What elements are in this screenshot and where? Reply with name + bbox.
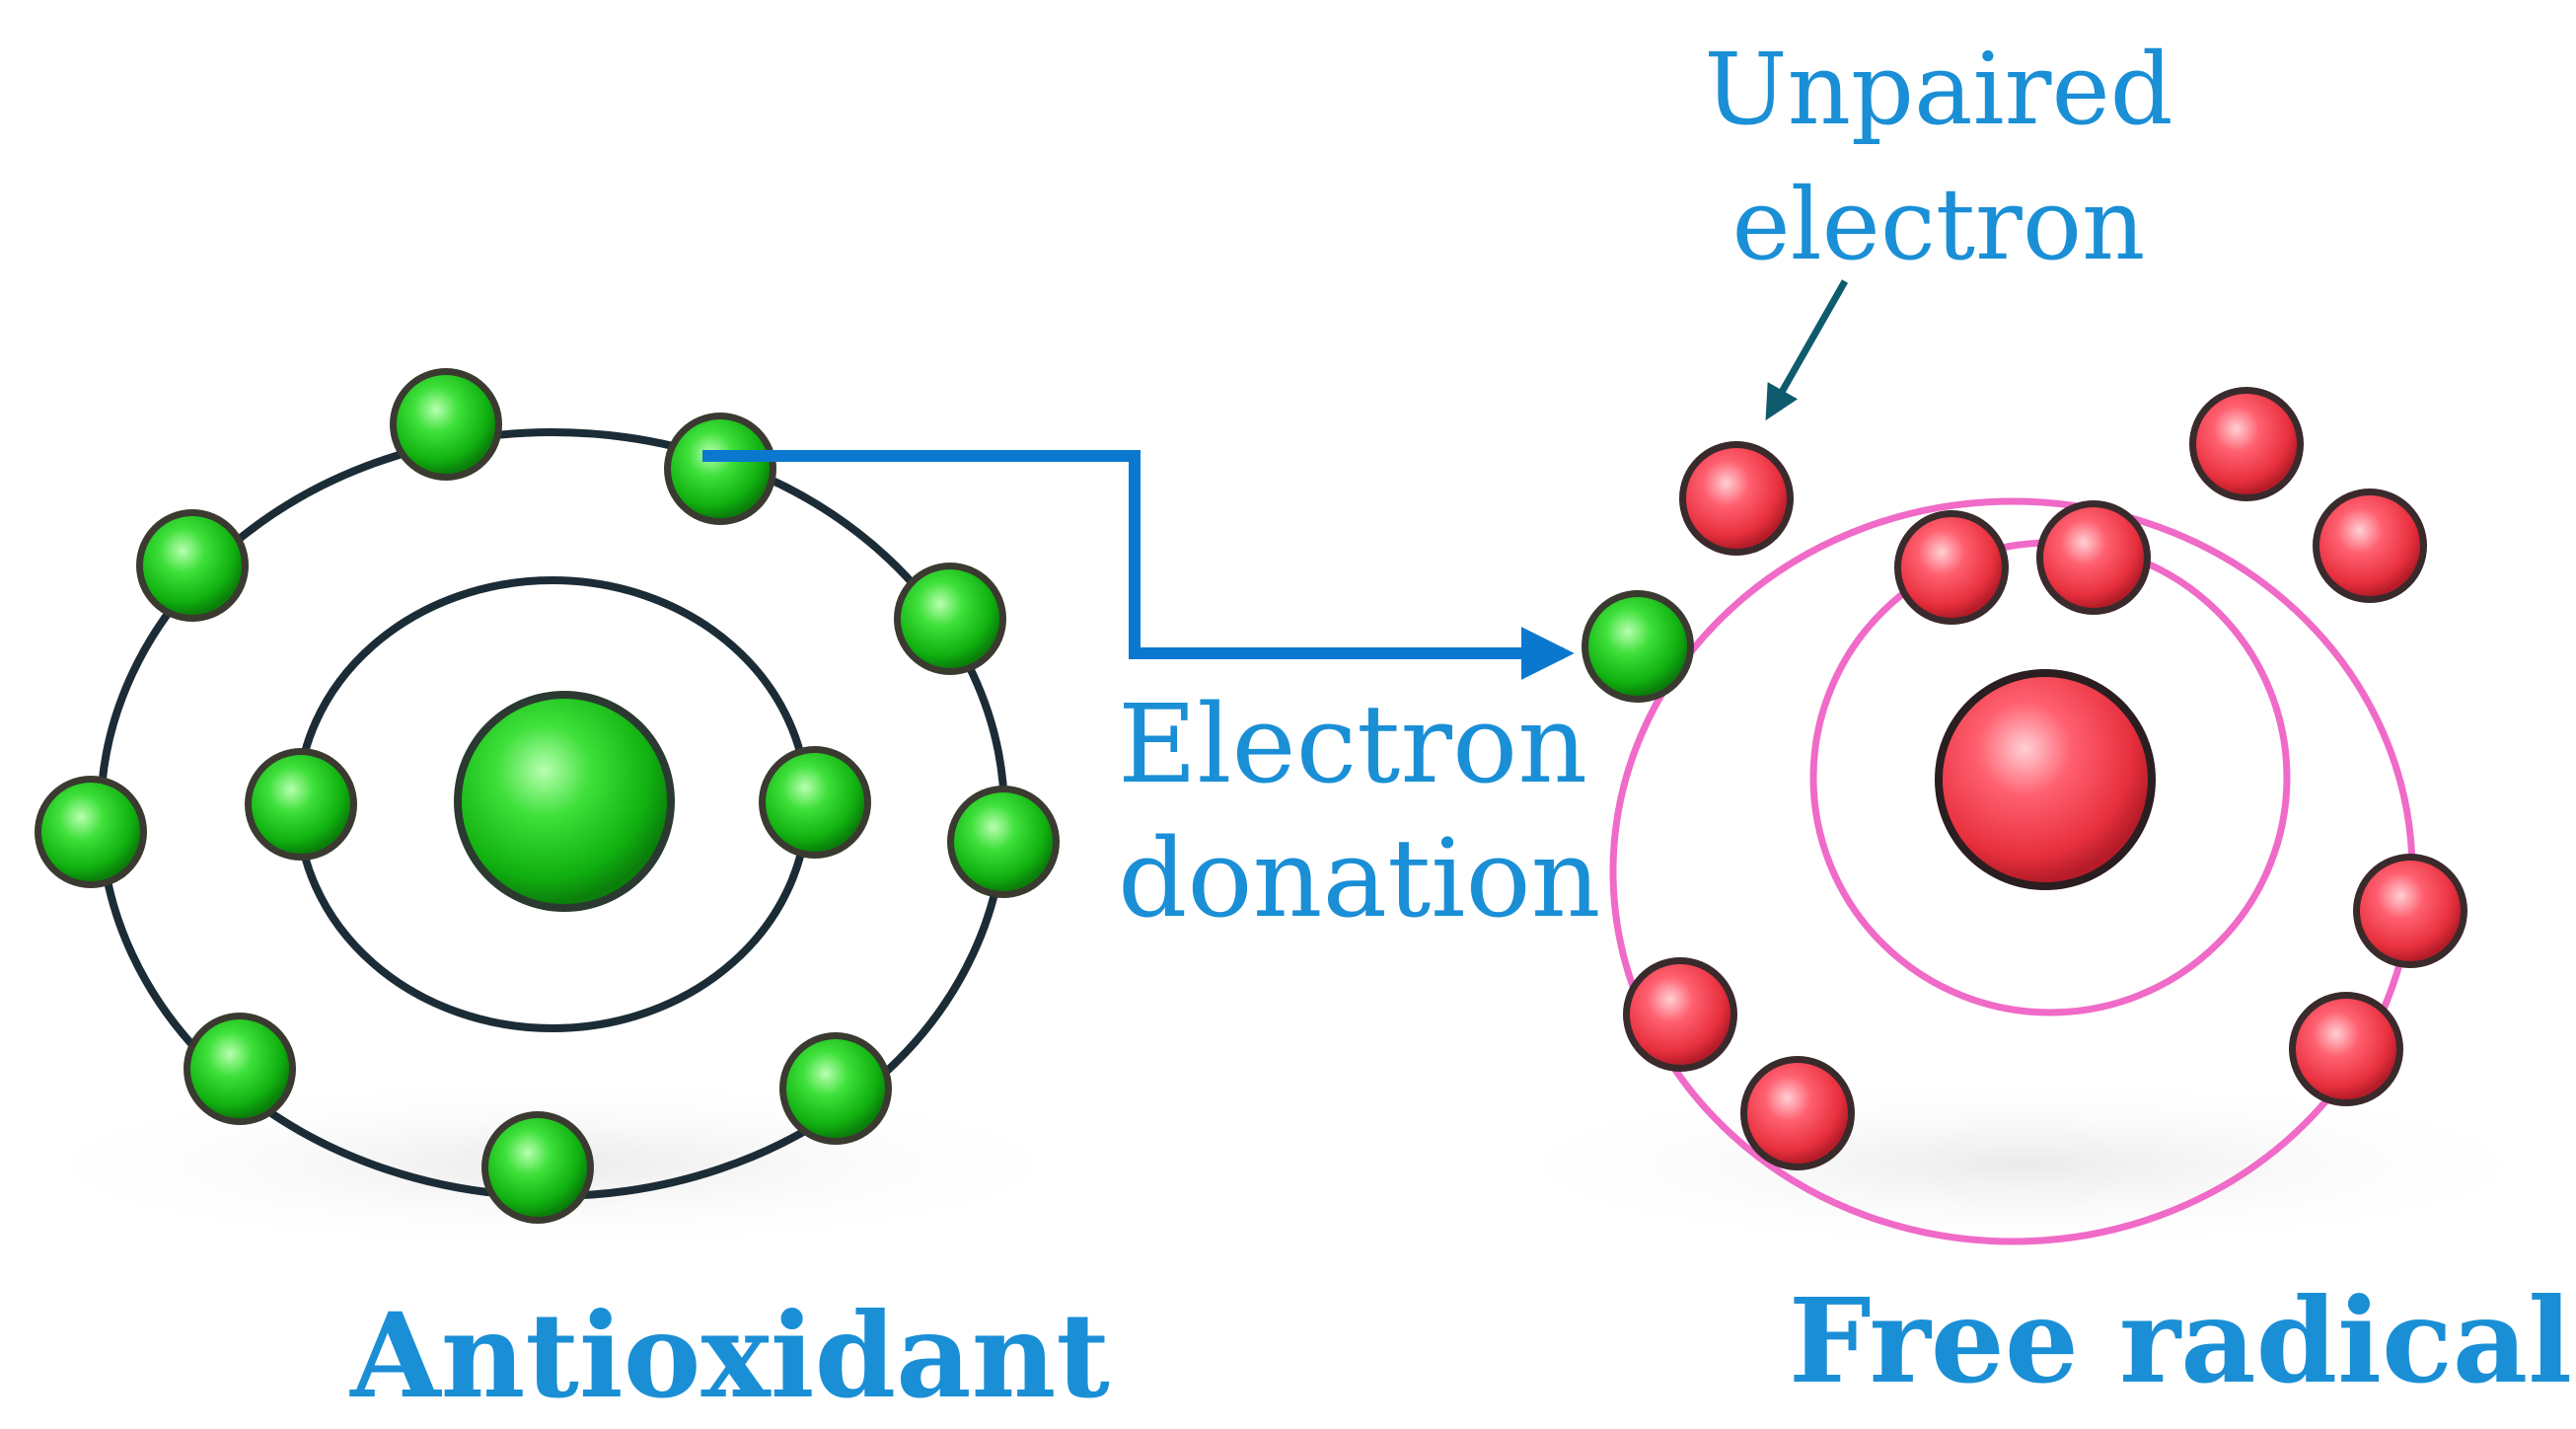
free-radical-label: Free radical [1789, 1272, 2572, 1409]
donation-label-line2: donation [1118, 815, 1601, 941]
green-electron-icon [664, 413, 776, 525]
radical-nucleus-icon [1935, 669, 2156, 890]
green-electron-icon [390, 368, 502, 481]
green-electron-icon [245, 748, 357, 861]
red-electron-icon [2313, 489, 2427, 603]
radical-shadow [1470, 1076, 2575, 1253]
red-electron-icon [1623, 957, 1737, 1072]
green-electron-icon [759, 746, 871, 859]
donation-label-line1: Electron [1118, 681, 1587, 807]
red-electron-icon [2353, 854, 2467, 968]
green-electron-icon [779, 1032, 892, 1145]
donated-electron-icon [1582, 590, 1694, 703]
antioxidant-nucleus-icon [454, 691, 675, 912]
green-electron-icon [184, 1013, 296, 1125]
red-electron-icon [1679, 441, 1794, 556]
antioxidant-atom [35, 368, 1060, 1224]
red-electron-icon [2289, 992, 2403, 1106]
green-electron-icon [947, 786, 1060, 898]
green-electron-icon [35, 776, 147, 888]
unpaired-label-line1: Unpaired [1704, 32, 2172, 147]
antioxidant-label: Antioxidant [349, 1287, 1110, 1424]
electron-transfer-arrow [702, 450, 1575, 680]
unpaired-label-line2: electron [1732, 167, 2146, 282]
green-electron-icon [481, 1111, 594, 1224]
red-electron-icon [2189, 387, 2304, 501]
free-radical-atom [1582, 387, 2467, 1245]
green-electron-icon [894, 563, 1006, 675]
red-electron-icon [1740, 1056, 1855, 1170]
unpaired-pointer-arrow [1765, 279, 1849, 421]
green-electron-icon [136, 509, 249, 622]
red-electron-icon [2036, 500, 2151, 615]
red-electron-icon [1894, 510, 2009, 625]
